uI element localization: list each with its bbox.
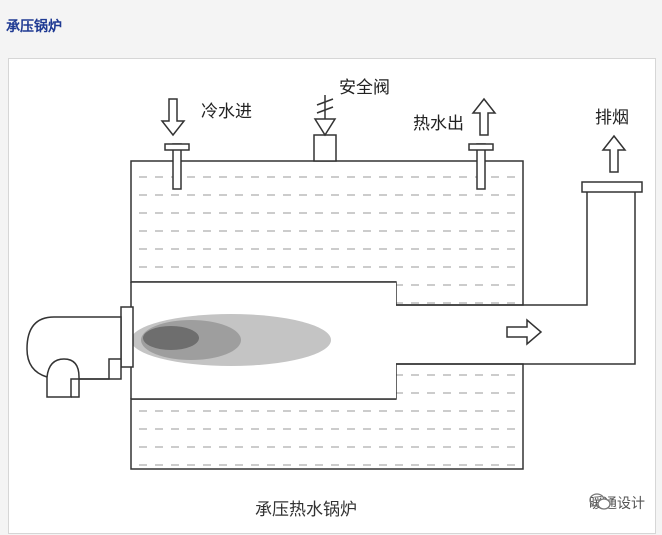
chimney-flange	[581, 181, 643, 193]
hot-water-arrow	[471, 97, 497, 136]
exhaust-label: 排烟	[595, 108, 629, 128]
safety-valve	[313, 118, 337, 137]
cold-water-arrow	[160, 98, 186, 137]
cold-water-in-label: 冷水进	[201, 102, 252, 122]
safety-valve-body	[313, 134, 337, 162]
flue-gas-arrow	[506, 318, 543, 346]
exhaust-arrow	[601, 134, 627, 173]
boiler-diagram: 冷水进 安全阀 热水出 排烟 承压热水锅炉 暖通设计	[8, 58, 656, 534]
burner-flange	[120, 306, 134, 368]
page-title: 承压锅炉	[6, 19, 62, 35]
hot-water-out-label: 热水出	[413, 114, 464, 134]
safety-valve-label: 安全阀	[339, 78, 390, 98]
boiler-drawing	[26, 95, 643, 470]
watermark: 暖通设计	[589, 493, 645, 513]
diagram-caption: 承压热水锅炉	[255, 500, 357, 520]
chat-bubble-icon	[589, 493, 611, 510]
flame-core	[143, 326, 199, 350]
burner-body	[26, 316, 122, 398]
flue-duct	[523, 192, 636, 365]
